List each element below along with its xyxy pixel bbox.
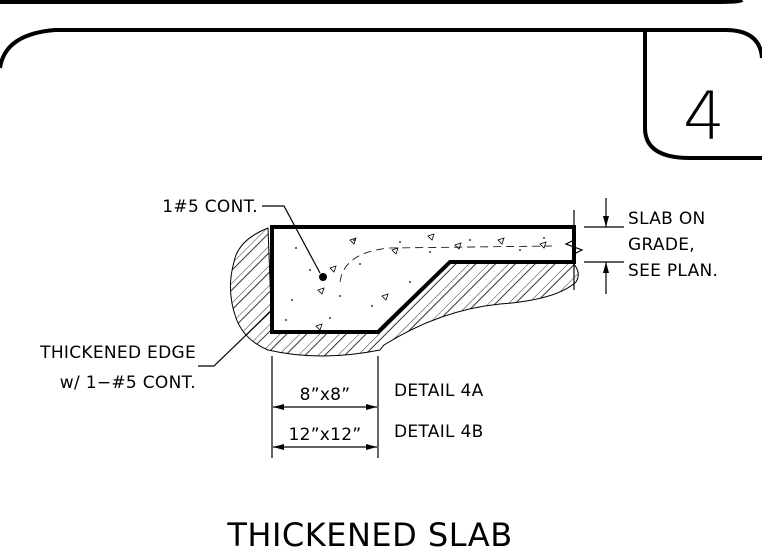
top-frame-edge — [0, 0, 744, 4]
soil-hatch — [230, 227, 579, 357]
width-dimension-lines — [271, 356, 379, 458]
vapor-barrier-line — [339, 245, 553, 283]
detail-number-tab — [643, 30, 762, 160]
detail-4b-label: DETAIL 4B — [394, 422, 484, 442]
rebar-dot — [319, 273, 327, 281]
aggregate-triangles — [315, 233, 547, 331]
detail-title: THICKENED SLAB — [226, 516, 512, 553]
rebar-leader — [262, 205, 321, 274]
slab-label-line1: SLAB ON — [628, 209, 706, 229]
edge-leader — [198, 311, 271, 367]
dimension-size-4b: 12”x12” — [288, 425, 361, 445]
edge-label-line1: THICKENED EDGE — [39, 343, 196, 363]
aggregate-stipple — [285, 237, 545, 321]
detail-number: 4 — [683, 78, 725, 155]
edge-label-line2: w/ 1−#5 CONT. — [60, 373, 196, 393]
detail-4a-label: DETAIL 4A — [394, 381, 484, 401]
rebar-label: 1#5 CONT. — [162, 197, 258, 217]
dimension-size-4a: 8”x8” — [300, 385, 351, 405]
detail-frame — [0, 28, 762, 69]
slab-label-line2: GRADE, — [628, 235, 695, 255]
slab-thickness-dimension — [584, 198, 624, 294]
break-line — [564, 210, 584, 290]
slab-label-line3: SEE PLAN. — [628, 261, 718, 281]
